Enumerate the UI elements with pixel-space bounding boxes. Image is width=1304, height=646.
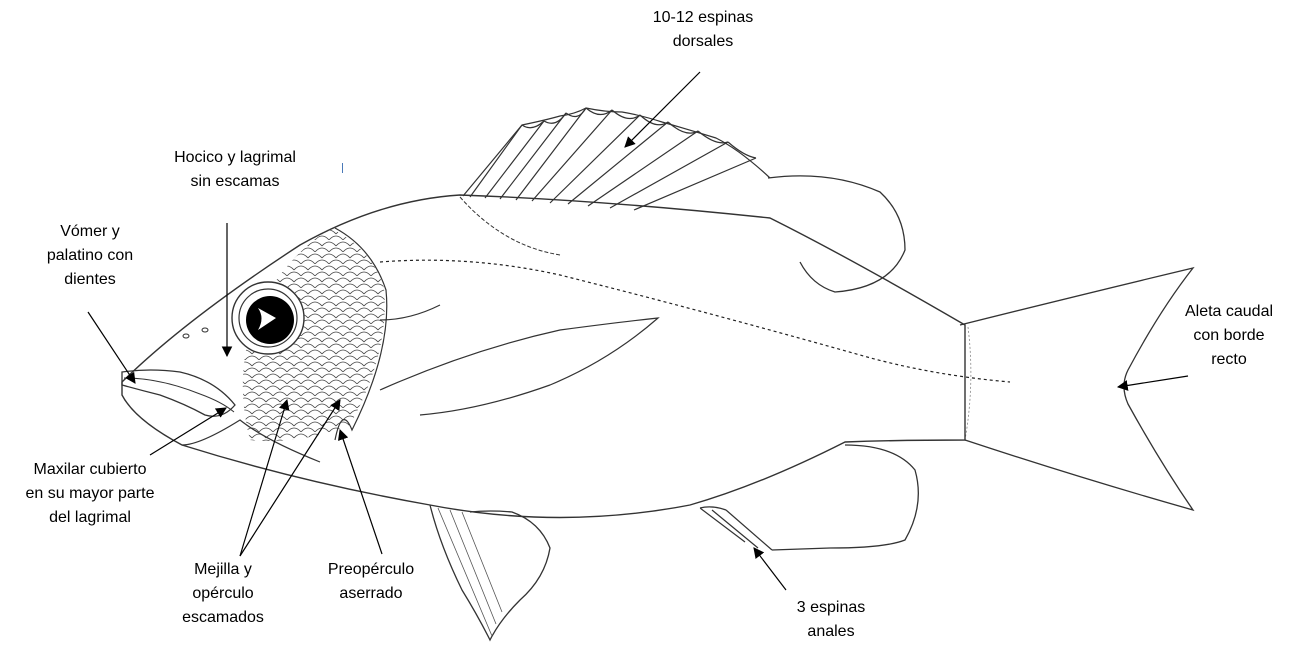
label-cheek-opercle: Mejilla y opérculo escamados: [168, 558, 278, 630]
label-line: 3 espinas: [776, 596, 886, 620]
anal-spines: [700, 507, 772, 550]
arrow-dorsal: [625, 72, 700, 147]
nostril-icon: [183, 334, 189, 338]
label-snout: Hocico y lagrimal sin escamas: [152, 146, 318, 194]
label-line: anales: [776, 620, 886, 644]
dorsal-soft-fin: [768, 176, 905, 292]
label-line: opérculo: [168, 582, 278, 606]
label-line: palatino con: [30, 244, 150, 268]
arrow-caudal: [1118, 376, 1188, 387]
caudal-fin: [960, 268, 1193, 510]
lateral-line: [380, 260, 1010, 382]
label-line: recto: [1174, 348, 1284, 372]
label-line: dientes: [30, 268, 150, 292]
anal-fin: [772, 445, 918, 550]
arrow-anal: [754, 548, 786, 590]
label-preopercle: Preopérculo aserrado: [316, 558, 426, 606]
arrow-vomer: [88, 312, 135, 383]
label-line: escamados: [168, 606, 278, 630]
mouth-maxillary: [122, 370, 235, 416]
label-line: en su mayor parte: [0, 482, 180, 506]
label-line: con borde: [1174, 324, 1284, 348]
label-line: Preopérculo: [316, 558, 426, 582]
label-caudal-fin: Aleta caudal con borde recto: [1174, 300, 1284, 372]
label-dorsal-spines: 10-12 espinas dorsales: [623, 6, 783, 54]
label-line: 10-12 espinas: [623, 6, 783, 30]
label-line: Hocico y lagrimal: [152, 146, 318, 170]
dorsal-spiny-fin: [463, 108, 770, 210]
label-vomer: Vómer y palatino con dientes: [30, 220, 150, 292]
label-line: aserrado: [316, 582, 426, 606]
stray-mark: [342, 163, 343, 173]
label-line: Aleta caudal: [1174, 300, 1284, 324]
label-maxillary: Maxilar cubierto en su mayor parte del l…: [0, 458, 180, 530]
label-line: dorsales: [623, 30, 783, 54]
pelvic-fin: [430, 505, 550, 640]
label-line: Vómer y: [30, 220, 150, 244]
arrow-maxilar: [150, 408, 226, 455]
arrow-preop: [340, 430, 382, 554]
pectoral-fin: [380, 318, 658, 415]
label-anal-spines: 3 espinas anales: [776, 596, 886, 644]
label-line: Maxilar cubierto: [0, 458, 180, 482]
nostril-icon: [202, 328, 208, 332]
label-line: sin escamas: [152, 170, 318, 194]
label-line: Mejilla y: [168, 558, 278, 582]
label-line: del lagrimal: [0, 506, 180, 530]
